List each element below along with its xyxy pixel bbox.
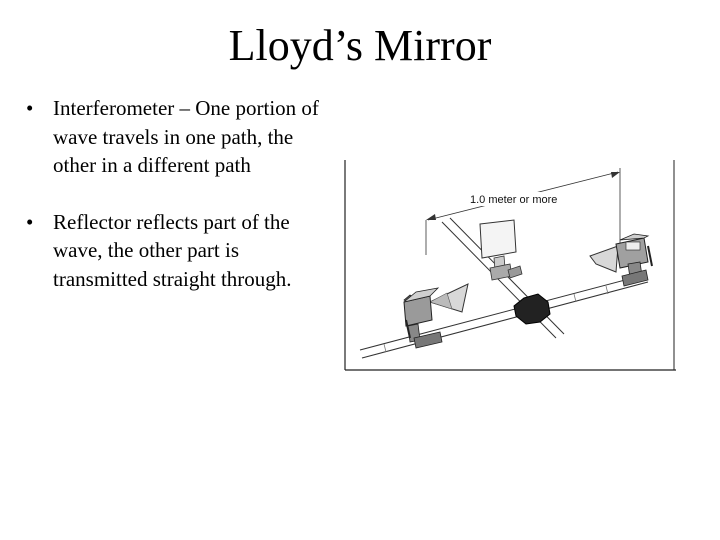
transmitter-horn — [403, 283, 469, 349]
bullet-item-interferometer: • Interferometer – One portion of wave t… — [24, 94, 324, 180]
main-track — [359, 274, 649, 359]
bullet-item-reflector: • Reflector reflects part of the wave, t… — [24, 208, 324, 294]
slide-title: Lloyd’s Mirror — [228, 21, 492, 70]
receiver-horn — [589, 233, 653, 287]
reflector-screen — [479, 219, 523, 281]
bullet-list: • Interferometer – One portion of wave t… — [24, 94, 324, 293]
distance-dimension — [425, 168, 621, 255]
apparatus-illustration: 1.0 meter or more — [344, 160, 676, 371]
goniometer-octagon — [513, 293, 551, 325]
distance-label-bg — [468, 192, 574, 206]
bullet-dot-icon: • — [26, 96, 34, 120]
bullet-text: Reflector reflects part of the wave, the… — [53, 209, 292, 291]
bullet-text: Interferometer – One portion of wave tra… — [53, 96, 319, 177]
lloyds-mirror-diagram: 1.0 meter or more — [344, 160, 677, 372]
bullet-dot-icon: • — [26, 209, 34, 234]
distance-label: 1.0 meter or more — [470, 194, 557, 206]
